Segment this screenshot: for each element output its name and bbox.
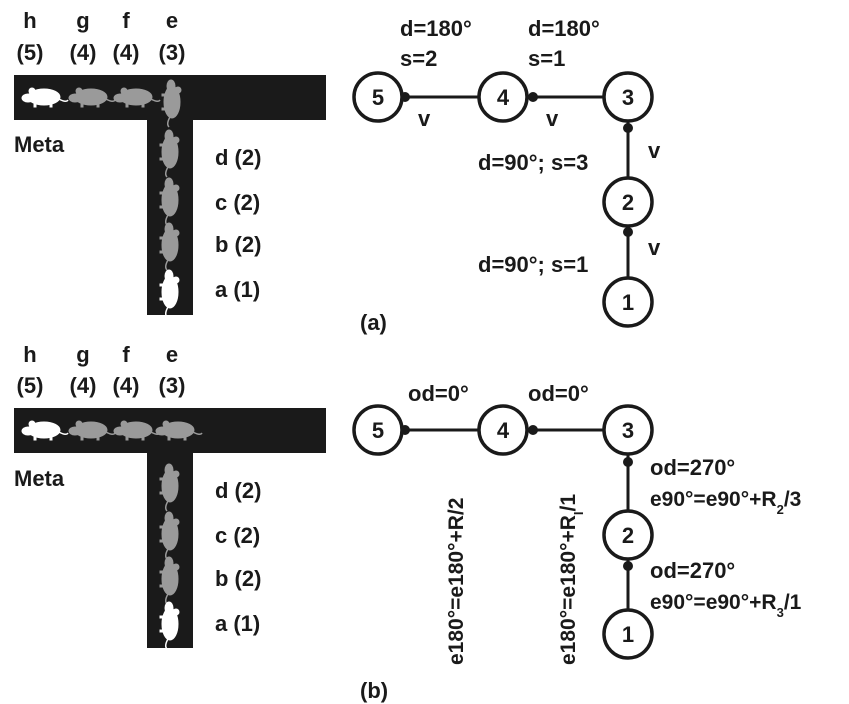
graph-b-node-4 (477, 404, 529, 456)
graph-a-edge-3-2-label: d=90°; s=3 (478, 150, 588, 175)
graph-a-node-4 (477, 71, 529, 123)
maze-a-count-h: (5) (17, 40, 44, 65)
graph-a-node-2 (602, 176, 654, 228)
graph-a-node-2-label: 2 (622, 190, 634, 215)
maze-a-count-g: (4) (70, 40, 97, 65)
graph-a-node-5 (352, 71, 404, 123)
edge-b-2-1-start-dot (623, 561, 633, 571)
graph-a-node-1-label: 1 (622, 290, 634, 315)
graph-b-node-4-label: 4 (497, 418, 510, 443)
graph-a-v-mark: v (546, 106, 559, 131)
maze-b-count-g: (4) (70, 373, 97, 398)
graph-b-edge-4-3-update: e180°=e180°+RI/1 (557, 494, 586, 665)
maze-a-letter-e: e (166, 8, 178, 33)
maze-b-count-f: (4) (113, 373, 140, 398)
graph-a-v-mark: v (418, 106, 431, 131)
edge-a-2-1-start-dot (623, 227, 633, 237)
graph-a-edge-5-4-steps: s=2 (400, 46, 437, 71)
maze-b-letter-f: f (122, 342, 130, 367)
maze-b-count-h: (5) (17, 373, 44, 398)
edge-a-4-3-start-dot (528, 92, 538, 102)
maze-b-meta-label: Meta (14, 466, 65, 491)
maze-b-count-e: (3) (159, 373, 186, 398)
graph-b-node-1-label: 1 (622, 622, 634, 647)
maze-b-arm-label-b: b (2) (215, 566, 261, 591)
graph-b-node-5 (352, 404, 404, 456)
edge-b-4-3-start-dot (528, 425, 538, 435)
maze-b-letter-h: h (23, 342, 36, 367)
maze-a-letter-h: h (23, 8, 36, 33)
graph-b-edge-3-2-od: od=270° (650, 455, 735, 480)
graph-a-edge-4-3-direction: d=180° (528, 16, 600, 41)
graph-a-edge-4-3-steps: s=1 (528, 46, 565, 71)
maze-a-arm-label-d: d (2) (215, 145, 261, 170)
panel-b: h g f e (5) (4) (4) (3) Meta d (2) c (2)… (14, 342, 802, 703)
graph-a-node-1 (602, 276, 654, 328)
maze-a: h g f e (5) (4) (4) (3) Meta d (2) c (2)… (14, 8, 326, 318)
graph-b-edge-4-3-od: od=0° (528, 381, 589, 406)
maze-b-arm-label-c: c (2) (215, 523, 260, 548)
graph-b-edge-5-4-update: e180°=e180°+R/2 (445, 498, 468, 665)
graph-a-node-3-label: 3 (622, 85, 634, 110)
graph-a-edge-5-4-direction: d=180° (400, 16, 472, 41)
graph-b-node-2 (602, 509, 654, 561)
graph-a-v-mark: v (648, 235, 661, 260)
graph-b-edge-3-2-update: e90°=e90°+R2/3 (650, 488, 801, 517)
graph-b-edge-2-1-od: od=270° (650, 558, 735, 583)
graph-a-v-mark: v (648, 138, 661, 163)
maze-a-meta-label: Meta (14, 132, 65, 157)
maze-a-count-f: (4) (113, 40, 140, 65)
graph-b-node-1 (602, 608, 654, 660)
graph-a-edge-2-1-label: d=90°; s=1 (478, 252, 588, 277)
maze-a-letter-g: g (76, 8, 89, 33)
maze-b-letter-g: g (76, 342, 89, 367)
panel-b-caption: (b) (360, 678, 388, 703)
maze-a-count-e: (3) (159, 40, 186, 65)
graph-a-node-5-label: 5 (372, 85, 384, 110)
graph-a: 5 4 3 2 1 d=180° s=2 d=180° s=1 v v v v … (352, 16, 661, 328)
graph-b-node-3-label: 3 (622, 418, 634, 443)
graph-b-node-3 (602, 404, 654, 456)
edge-b-3-2-start-dot (623, 457, 633, 467)
maze-b-arm-label-d: d (2) (215, 478, 261, 503)
graph-b-node-5-label: 5 (372, 418, 384, 443)
graph-a-node-4-label: 4 (497, 85, 510, 110)
maze-b-letter-e: e (166, 342, 178, 367)
graph-b-edge-2-1-update: e90°=e90°+R3/1 (650, 591, 802, 620)
maze-b-arm-label-a: a (1) (215, 611, 260, 636)
maze-a-letter-f: f (122, 8, 130, 33)
panel-a: h g f e (5) (4) (4) (3) Meta d (2) c (2)… (14, 8, 661, 335)
maze-a-arm-label-c: c (2) (215, 190, 260, 215)
maze-b: h g f e (5) (4) (4) (3) Meta d (2) c (2)… (14, 342, 326, 650)
edge-a-3-2-start-dot (623, 123, 633, 133)
graph-a-node-3 (602, 71, 654, 123)
panel-a-caption: (a) (360, 310, 387, 335)
graph-b-edge-5-4-od: od=0° (408, 381, 469, 406)
maze-a-arm-label-b: b (2) (215, 232, 261, 257)
maze-a-arm-label-a: a (1) (215, 277, 260, 302)
graph-b: 5 4 3 2 1 od=0° od=0° e180°=e180°+R/2 e1… (352, 381, 802, 665)
graph-b-node-2-label: 2 (622, 523, 634, 548)
